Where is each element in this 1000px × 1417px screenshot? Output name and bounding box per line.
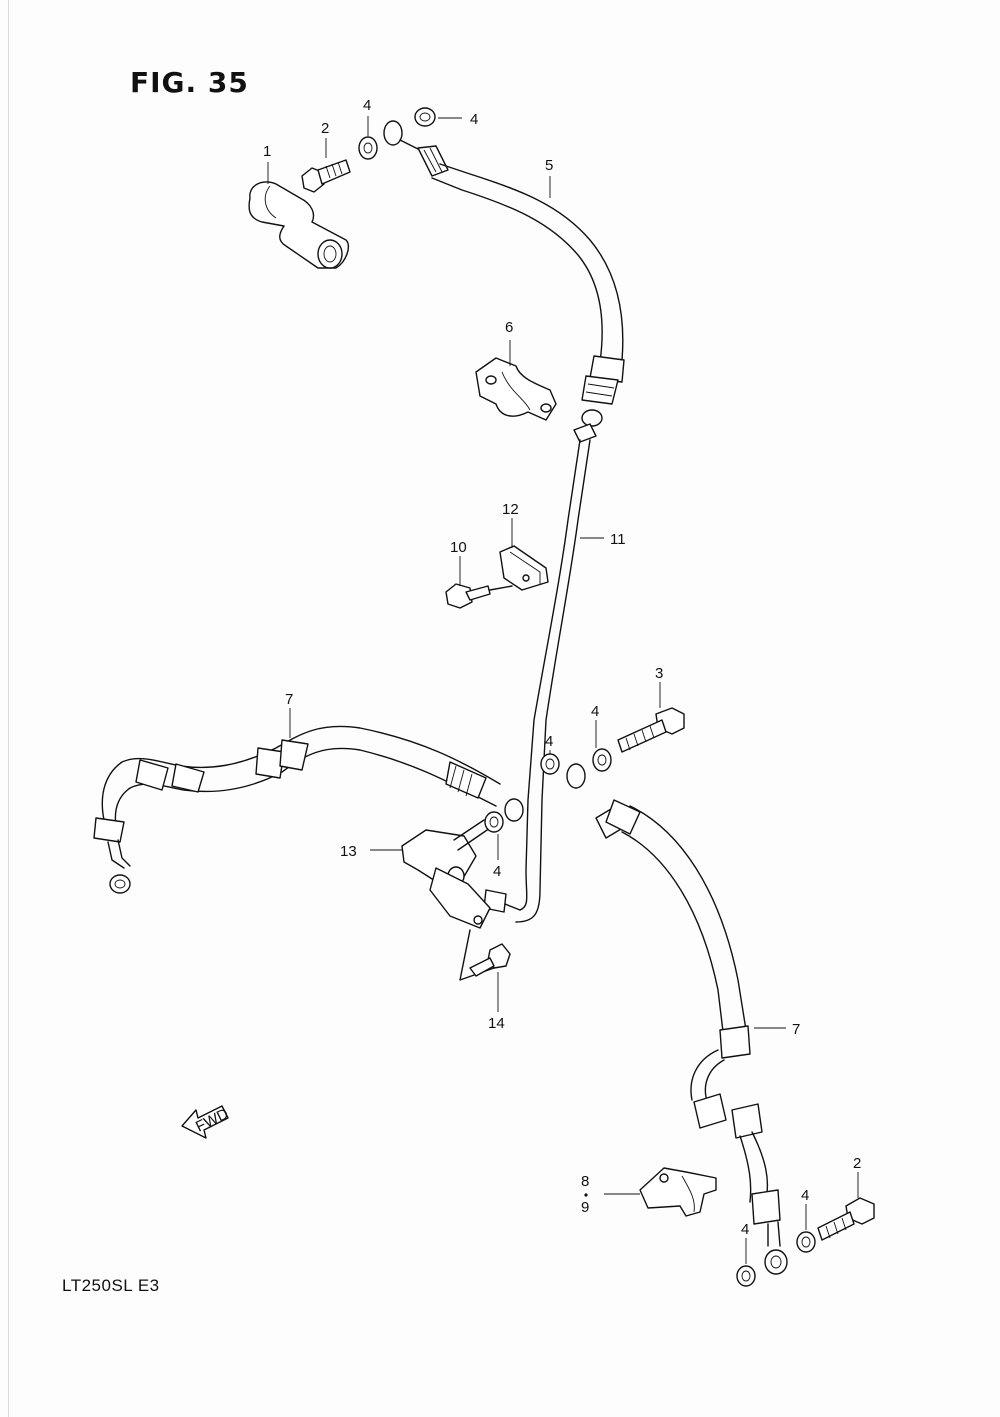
callout-3: 3 [655,665,663,682]
callout-8: 8 [581,1173,589,1190]
part-4-washer-mid-right [592,748,612,772]
callout-1: 1 [263,143,271,160]
part-6-clamp [475,357,557,421]
callout-4-bottom-left: 4 [741,1221,749,1238]
callout-6: 6 [505,319,513,336]
fwd-arrow-icon: FWD [181,1105,231,1139]
part-4-washer-top-left [358,136,378,160]
part-7-right-brake-hose [566,763,788,1275]
callout-2-top: 2 [321,120,329,137]
part-11-brake-pipe [483,423,597,923]
callout-4-top-right: 4 [470,111,478,128]
part-2-union-bolt-top [301,159,351,193]
leader-lines [267,116,859,1264]
part-14-bolt [459,929,511,981]
callout-4-bottom-right: 4 [801,1187,809,1204]
part-4-washer-bottom-left [736,1265,756,1287]
callout-2-bottom: 2 [853,1155,861,1172]
part-8-9-clamp [639,1167,717,1217]
part-1-cover [248,181,350,269]
callout-5: 5 [545,157,553,174]
part-13-3way-joint [401,819,491,929]
scan-edge [8,0,9,1417]
fwd-label: FWD [193,1105,231,1135]
figure-title: FIG. 35 [130,66,249,99]
callout-14: 14 [488,1015,505,1032]
model-code: LT250SL E3 [62,1276,160,1295]
part-4-washer-mid-left [540,753,560,775]
callout-4-center: 4 [493,863,501,880]
callout-labels: 1 2 4 4 5 6 12 10 11 7 3 4 4 13 4 14 7 8… [263,97,861,1238]
callout-7-left: 7 [285,691,293,708]
part-3-union-bolt [617,707,685,753]
part-4-washer-top-right [414,107,436,127]
part-2-union-bolt-bottom [817,1197,875,1241]
part-4-washer-center [484,811,504,833]
part-5-upper-brake-hose [383,120,625,427]
callout-10: 10 [450,539,467,556]
callout-4-mid-left: 4 [545,733,553,750]
callout-4-mid-right: 4 [591,703,599,720]
callout-7-right: 7 [792,1021,800,1038]
part-7-left-brake-hose [93,725,524,894]
part-4-washer-bottom-right [796,1231,816,1253]
part-12-bracket [499,545,549,591]
callout-13: 13 [340,843,357,860]
callout-9: 9 [581,1199,589,1216]
callout-12: 12 [502,501,519,518]
part-10-bolt [445,583,513,609]
callout-11: 11 [610,531,626,548]
callout-dot [584,1193,588,1197]
callout-4-top-left: 4 [363,97,371,114]
